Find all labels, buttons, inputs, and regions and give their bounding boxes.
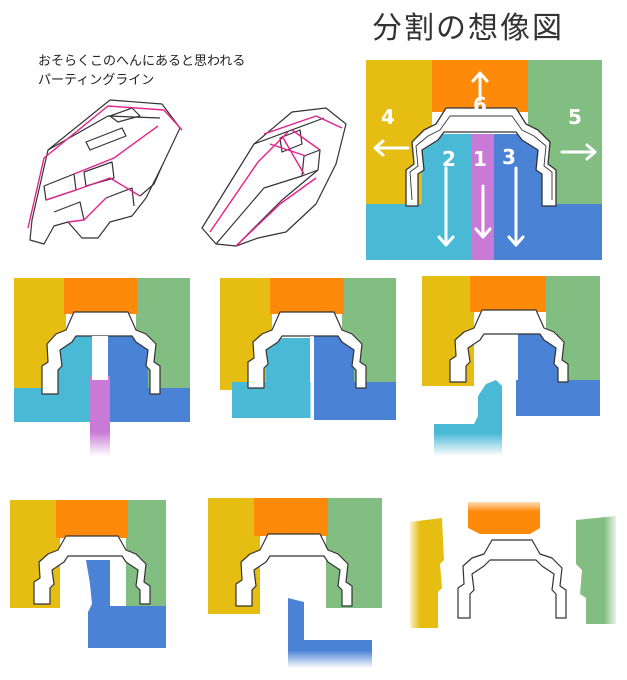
note-line-2: パーティングライン	[38, 73, 155, 88]
sketch-front	[27, 99, 183, 245]
sketch-angle	[201, 107, 347, 247]
step-3-panel	[422, 276, 600, 456]
step-4-panel	[10, 500, 166, 648]
note-line-1: おそらくこのへんにあると思われる	[38, 54, 246, 69]
step-5-panel	[208, 498, 382, 668]
step-1-panel	[14, 278, 190, 456]
part-label-4: 4	[381, 105, 395, 129]
step-6-panel	[410, 502, 616, 628]
step-2-panel	[220, 278, 396, 420]
part-label-2: 2	[442, 147, 456, 171]
part-label-3: 3	[502, 145, 516, 169]
part-label-1: 1	[473, 147, 487, 171]
part-label-5: 5	[568, 105, 582, 129]
page-title: 分割の想像図	[372, 11, 564, 46]
split-diagram-main	[366, 60, 602, 260]
part-label-6: 6	[473, 93, 487, 117]
parting-line-note: おそらくこのへんにあると思われる パーティングライン	[38, 52, 288, 90]
